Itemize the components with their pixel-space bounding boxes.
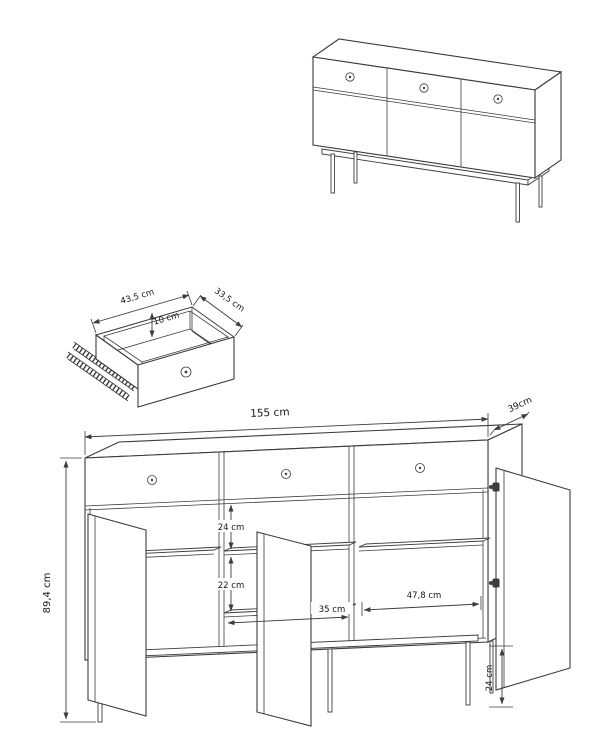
open-left-door xyxy=(87,513,147,717)
closed-right-face xyxy=(534,70,562,180)
open-middle-door xyxy=(256,531,312,727)
dimension-total-width: 155 cm xyxy=(84,406,489,455)
dimension-legs-height: 24 cm xyxy=(485,645,513,708)
dimension-total-height: 89,4 cm xyxy=(42,457,96,723)
closed-front-divisions xyxy=(312,68,536,167)
middle-section-width-label: 35 cm xyxy=(319,605,345,615)
dimension-middle-section-width: 35 cm xyxy=(227,602,353,626)
drawer-height-label: 10 cm xyxy=(152,311,180,328)
total-height-label: 89,4 cm xyxy=(42,573,53,614)
drawer-width-label: 43,5 cm xyxy=(119,287,155,306)
legs-height-label: 24 cm xyxy=(485,665,495,691)
door-hinge-icon xyxy=(489,482,500,492)
drawer-knob xyxy=(180,366,192,378)
total-width-label: 155 cm xyxy=(250,406,290,420)
closed-drawer-knobs xyxy=(345,72,503,104)
upper-section-height-label: 24 cm xyxy=(218,523,244,533)
dimension-right-section-width: 47,8 cm xyxy=(361,588,482,616)
open-sideboard-view: 155 cm 39cm 89,4 cm 24 cm 22 cm 35 c xyxy=(42,395,571,727)
door-hinge-icon xyxy=(489,578,500,588)
open-drawer-knobs xyxy=(147,463,425,485)
total-depth-label: 39cm xyxy=(507,395,534,415)
drawer-left-wall xyxy=(95,333,139,391)
drawer-detail-view: 43,5 cm 33,5 cm 10 cm xyxy=(66,286,246,408)
dimension-drawer-depth: 33,5 cm xyxy=(192,286,246,337)
right-section-width-label: 47,8 cm xyxy=(407,591,442,601)
lower-section-height-label: 22 cm xyxy=(218,581,244,591)
drawer-depth-label: 33,5 cm xyxy=(212,286,246,314)
dimension-upper-section-height: 24 cm xyxy=(214,504,248,550)
closed-sideboard-view xyxy=(311,38,563,223)
open-right-door xyxy=(489,467,571,691)
dimension-lower-section-height: 22 cm xyxy=(214,556,248,612)
